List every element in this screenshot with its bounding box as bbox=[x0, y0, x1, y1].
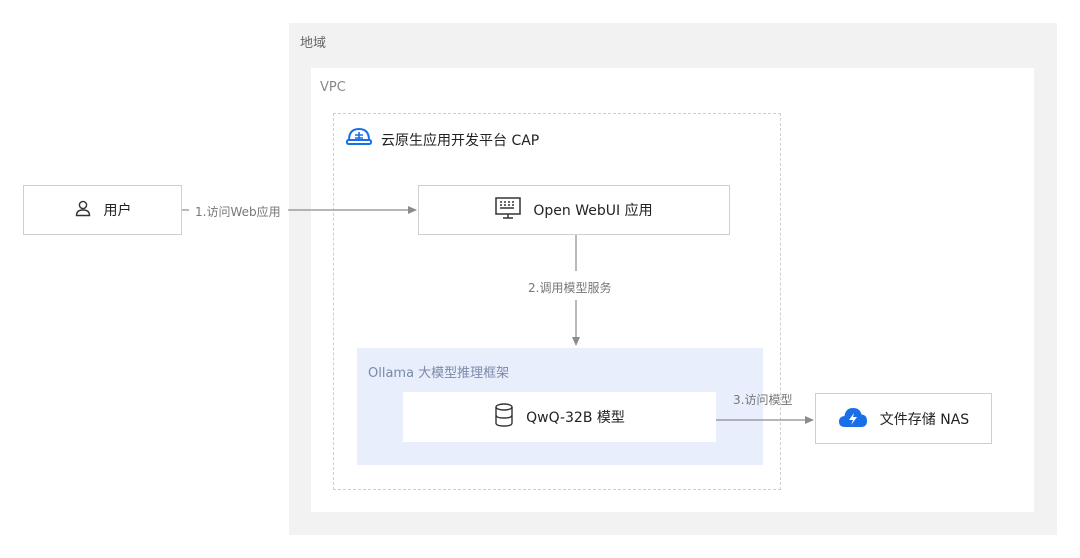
webui-node[interactable]: Open WebUI 应用 bbox=[418, 185, 730, 235]
user-node[interactable]: 用户 bbox=[23, 185, 182, 235]
monitor-icon bbox=[495, 197, 522, 223]
database-icon bbox=[494, 403, 514, 431]
cap-title: 云原生应用开发平台 CAP bbox=[345, 126, 539, 154]
edge-user-webui-label: 1.访问Web应用 bbox=[195, 205, 281, 219]
cap-logo-icon bbox=[345, 126, 373, 154]
cap-title-text: 云原生应用开发平台 CAP bbox=[381, 133, 540, 149]
user-icon bbox=[74, 199, 92, 221]
nas-node[interactable]: 文件存储 NAS bbox=[815, 393, 992, 444]
vpc-label: VPC bbox=[320, 80, 346, 95]
region-label: 地域 bbox=[300, 36, 327, 51]
edge-webui-ollama-label: 2.调用模型服务 bbox=[528, 281, 612, 295]
webui-node-label: Open WebUI 应用 bbox=[533, 203, 653, 219]
edge-model-nas-label: 3.访问模型 bbox=[733, 393, 793, 407]
nas-node-label: 文件存储 NAS bbox=[879, 411, 970, 428]
user-node-label: 用户 bbox=[103, 203, 132, 219]
cloud-nas-icon bbox=[838, 406, 868, 432]
model-node[interactable]: QwQ-32B 模型 bbox=[403, 392, 716, 442]
model-node-label: QwQ-32B 模型 bbox=[526, 410, 625, 426]
ollama-label: Ollama 大模型推理框架 bbox=[368, 366, 510, 381]
